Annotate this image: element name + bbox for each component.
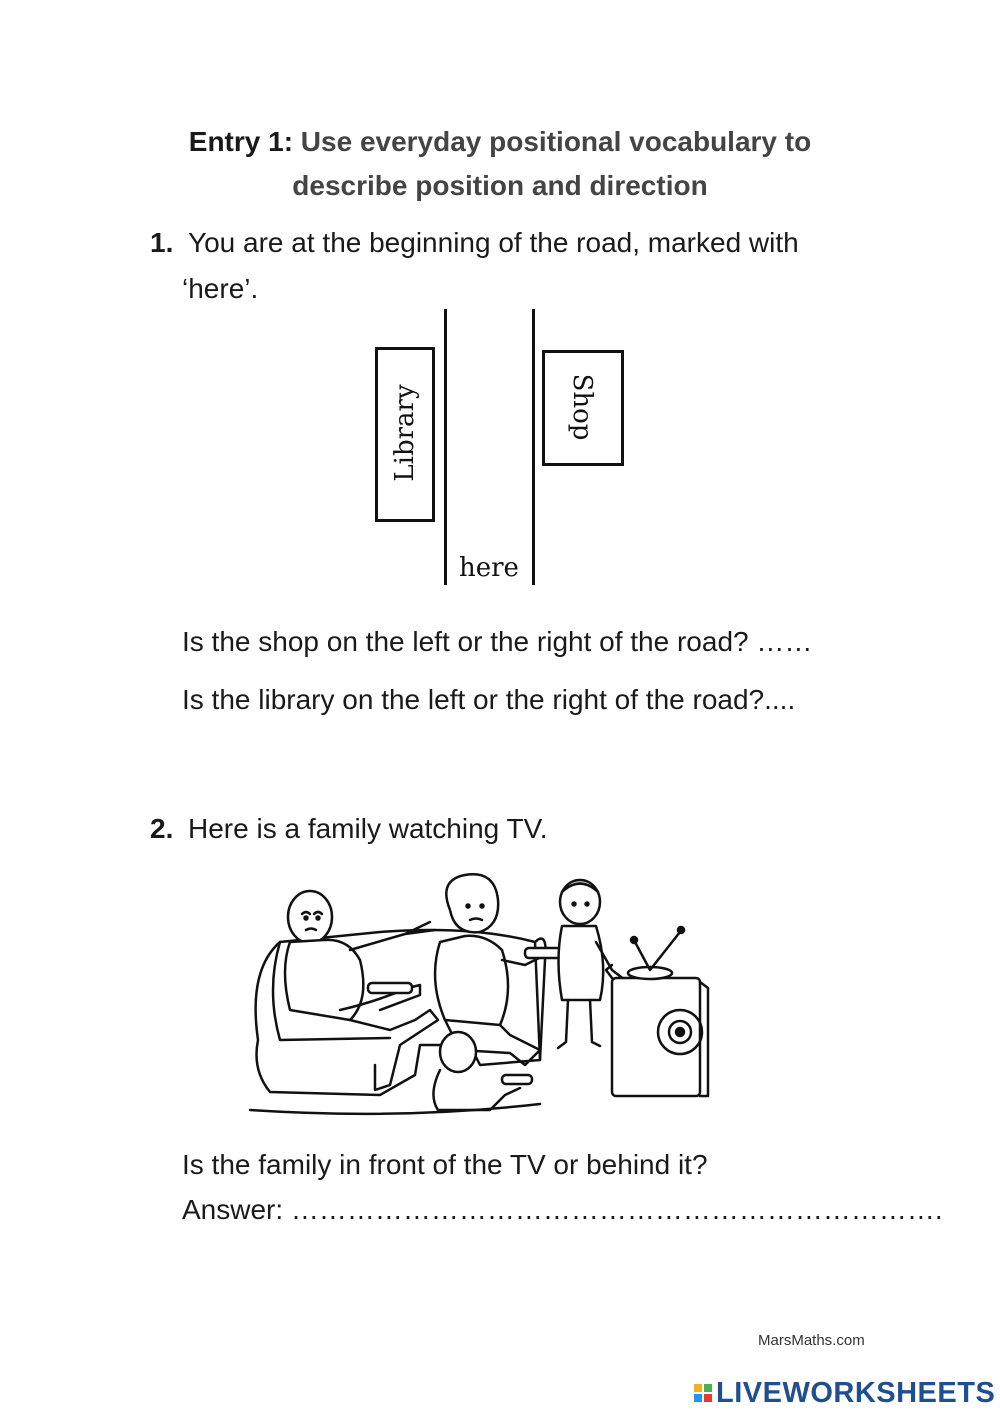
answer-line[interactable]: Answer: ……………………………………………………………. bbox=[182, 1194, 943, 1225]
road-diagram: Library Shop here bbox=[360, 305, 640, 590]
title-line-2: describe position and direction bbox=[292, 170, 708, 201]
page-subtitle: describe position and direction bbox=[0, 164, 1000, 208]
mother-body bbox=[433, 934, 510, 1027]
question-2: 2. Here is a family watching TV. bbox=[150, 807, 548, 851]
baby-head bbox=[438, 1030, 478, 1074]
page-title: Entry 1: Use everyday positional vocabul… bbox=[0, 120, 1000, 164]
liveworksheets-text: LIVEWORKSHEETS bbox=[716, 1376, 996, 1409]
source-credit: MarsMaths.com bbox=[758, 1332, 865, 1349]
library-label: Library bbox=[390, 384, 420, 482]
library-building bbox=[375, 347, 435, 522]
question-2-number: 2. bbox=[150, 813, 174, 844]
child-head bbox=[558, 878, 602, 926]
liveworksheets-logo-icon bbox=[694, 1384, 712, 1402]
question-1-text: You are at the beginning of the road, ma… bbox=[188, 227, 799, 258]
shop-building bbox=[542, 350, 624, 466]
question-1: 1. You are at the beginning of the road, … bbox=[150, 221, 799, 265]
shop-label: Shop bbox=[567, 373, 597, 441]
tv-speaker bbox=[656, 1008, 704, 1056]
father-head bbox=[286, 889, 334, 945]
question-1a: Is the shop on the left or the right of … bbox=[182, 626, 813, 657]
tv-antenna bbox=[633, 930, 682, 972]
father-body bbox=[283, 938, 365, 1022]
here-label: here bbox=[459, 553, 519, 583]
title-line-1: Use everyday positional vocabulary to bbox=[300, 126, 812, 157]
road-left-edge bbox=[444, 309, 447, 585]
question-1-number: 1. bbox=[150, 227, 174, 258]
tv-set bbox=[610, 976, 702, 1098]
child-body bbox=[557, 924, 605, 1002]
family-watching-tv-illustration bbox=[248, 873, 710, 1116]
question-1-text-cont: ‘here’. bbox=[182, 273, 259, 304]
question-2-text: Here is a family watching TV. bbox=[188, 813, 548, 844]
entry-label: Entry 1: bbox=[188, 126, 294, 157]
question-1b: Is the library on the left or the right … bbox=[182, 684, 796, 715]
road-right-edge bbox=[532, 309, 535, 585]
question-2a: Is the family in front of the TV or behi… bbox=[182, 1149, 708, 1180]
liveworksheets-brand[interactable]: LIVEWORKSHEETS bbox=[694, 1374, 995, 1412]
mother-head bbox=[445, 873, 500, 934]
